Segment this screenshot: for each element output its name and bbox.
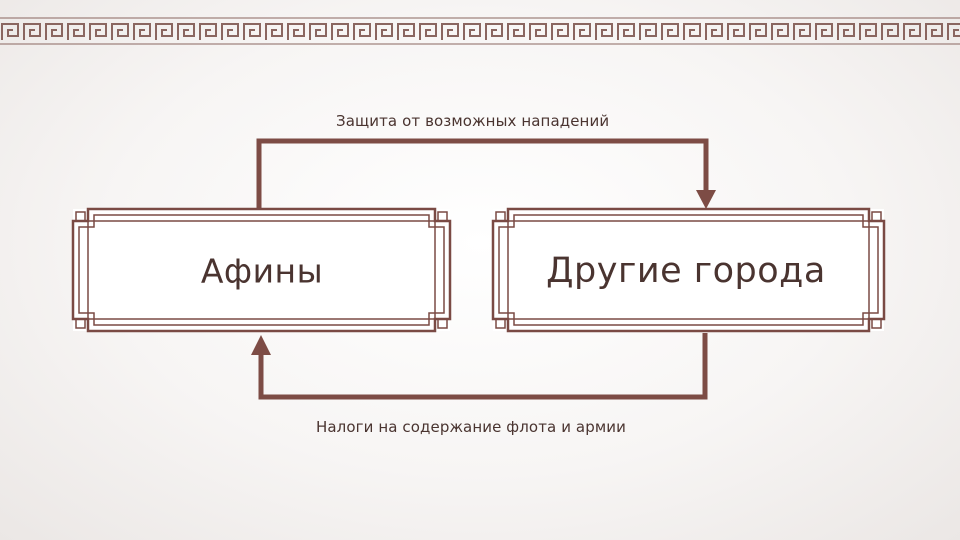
- bottom-arrow-label: Налоги на содержание флота и армии: [316, 418, 626, 436]
- right-node-label: Другие города: [546, 251, 826, 291]
- greek-key-border: [0, 17, 960, 45]
- top-arrow-label: Защита от возможных нападений: [336, 112, 610, 130]
- bottom-arrow: [251, 333, 708, 400]
- right-node-frame: [491, 207, 886, 333]
- left-node-label: Афины: [200, 251, 324, 291]
- left-node-frame: [71, 207, 452, 333]
- top-arrow: [256, 138, 716, 209]
- arrow-head-down: [696, 190, 716, 209]
- arrow-head-up: [251, 335, 271, 355]
